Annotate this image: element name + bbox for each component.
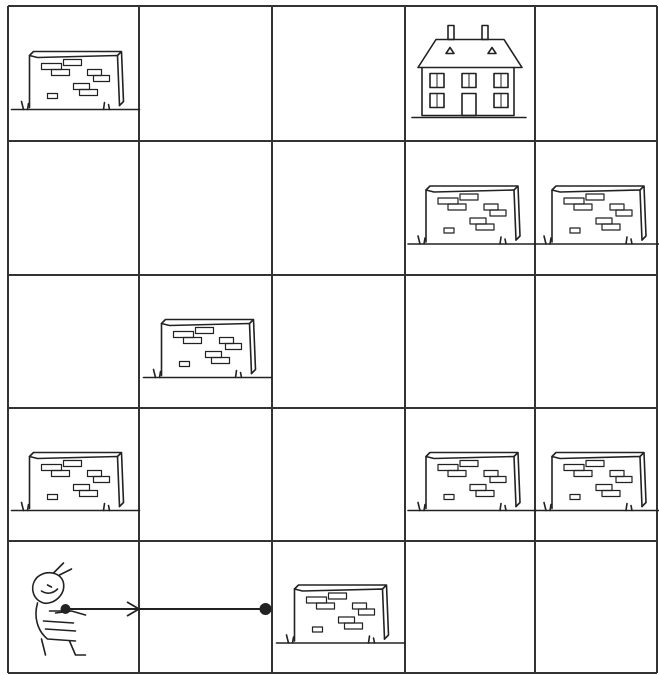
cell-r2-c2[interactable] — [273, 276, 404, 407]
cell-r3-c1[interactable] — [140, 409, 271, 540]
cell-r2-c1[interactable] — [140, 276, 271, 407]
cell-r4-c2[interactable] — [273, 542, 404, 672]
arrow-start-dot — [61, 604, 71, 614]
cell-r4-c3[interactable] — [406, 542, 534, 672]
cell-r0-c4[interactable] — [536, 7, 656, 140]
cell-r2-c3[interactable] — [406, 276, 534, 407]
cell-r4-c0[interactable] — [9, 542, 138, 672]
cell-r4-c4[interactable] — [536, 542, 656, 672]
cell-r2-c4[interactable] — [536, 276, 656, 407]
cell-r2-c0[interactable] — [9, 276, 138, 407]
cell-r1-c0[interactable] — [9, 142, 138, 274]
cell-r0-c1[interactable] — [140, 7, 271, 140]
cell-r4-c1[interactable] — [140, 542, 271, 672]
cell-r3-c2[interactable] — [273, 409, 404, 540]
arrow-end-dot — [260, 603, 272, 615]
cell-r1-c1[interactable] — [140, 142, 271, 274]
cell-r1-c2[interactable] — [273, 142, 404, 274]
cell-r3-c4[interactable] — [536, 409, 656, 540]
cell-r0-c2[interactable] — [273, 7, 404, 140]
cell-r1-c4[interactable] — [536, 142, 656, 274]
